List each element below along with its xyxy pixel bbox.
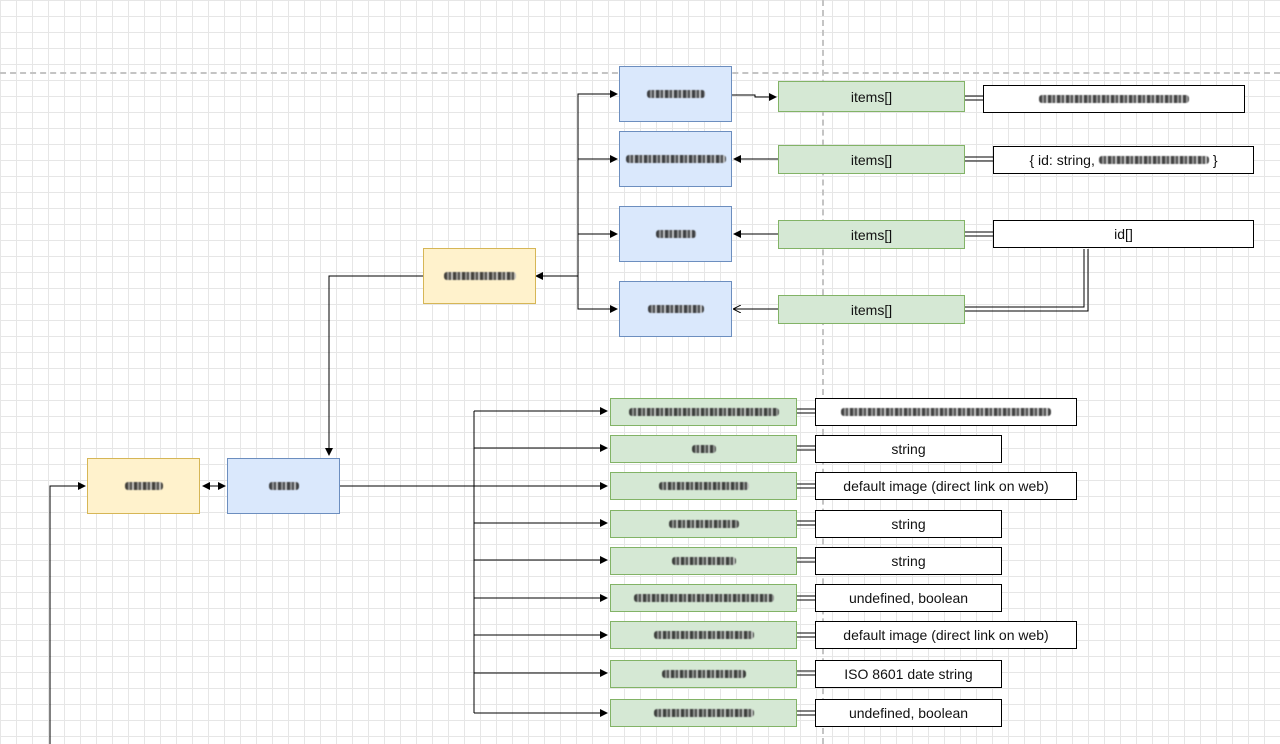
field-type-label: string xyxy=(891,441,926,457)
page-break-vertical xyxy=(822,0,824,744)
field-green-8[interactable] xyxy=(610,660,797,688)
redacted-label xyxy=(655,230,696,238)
node-label: { id: string, xyxy=(1029,152,1095,168)
node-label-suffix: } xyxy=(1212,152,1218,168)
redacted-label xyxy=(691,445,716,453)
field-type-2[interactable]: string xyxy=(815,435,1002,463)
node-top-blue-1[interactable] xyxy=(619,66,732,122)
redacted-label xyxy=(625,155,726,163)
field-green-1[interactable] xyxy=(610,398,797,426)
edge-top-yellow-to-blue1 xyxy=(535,90,618,280)
node-label: items[] xyxy=(850,301,893,318)
node-top-green-4[interactable]: items[] xyxy=(778,295,965,324)
field-type-label: undefined, boolean xyxy=(848,590,969,606)
redacted-label xyxy=(671,557,736,565)
node-label: items[] xyxy=(850,88,893,105)
node-yellow-top[interactable] xyxy=(423,248,536,304)
redacted-label xyxy=(628,408,779,416)
edge-yellow-top-to-blue-mid xyxy=(325,275,423,456)
field-type-5[interactable]: string xyxy=(815,547,1002,575)
redacted-label xyxy=(268,482,299,490)
field-type-label: string xyxy=(891,553,926,569)
redacted-label xyxy=(661,670,746,678)
node-top-white-2[interactable]: { id: string, } xyxy=(993,146,1254,174)
node-top-blue-3[interactable] xyxy=(619,206,732,262)
redacted-label xyxy=(1039,95,1189,103)
field-type-label: default image (direct link on web) xyxy=(843,627,1049,643)
redacted-label xyxy=(658,482,749,490)
field-type-6[interactable]: undefined, boolean xyxy=(815,584,1002,612)
field-type-8[interactable]: ISO 8601 date string xyxy=(815,660,1002,688)
node-top-white-1[interactable] xyxy=(983,85,1245,113)
field-type-label: undefined, boolean xyxy=(848,705,969,721)
node-label: id[] xyxy=(1114,226,1133,242)
node-top-blue-2[interactable] xyxy=(619,131,732,187)
node-top-green-2[interactable]: items[] xyxy=(778,145,965,174)
node-yellow-left[interactable] xyxy=(87,458,200,514)
node-top-white-3[interactable]: id[] xyxy=(993,220,1254,248)
edge-blue1-green1 xyxy=(732,93,777,101)
field-type-4[interactable]: string xyxy=(815,510,1002,538)
redacted-label xyxy=(653,709,754,717)
redacted-label xyxy=(443,272,516,280)
field-green-9[interactable] xyxy=(610,699,797,727)
node-blue-mid[interactable] xyxy=(227,458,340,514)
edge-left-in xyxy=(49,482,86,744)
redacted-label xyxy=(124,482,163,490)
field-type-label: string xyxy=(891,516,926,532)
redacted-label xyxy=(668,520,739,528)
field-green-7[interactable] xyxy=(610,621,797,649)
field-green-4[interactable] xyxy=(610,510,797,538)
field-type-7[interactable]: default image (direct link on web) xyxy=(815,621,1077,649)
field-type-label: default image (direct link on web) xyxy=(843,478,1049,494)
field-green-3[interactable] xyxy=(610,472,797,500)
node-top-green-1[interactable]: items[] xyxy=(778,81,965,112)
redacted-label xyxy=(633,594,774,602)
field-green-6[interactable] xyxy=(610,584,797,612)
edge-green4-white3 xyxy=(965,249,1089,312)
node-label: items[] xyxy=(850,226,893,243)
redacted-label xyxy=(841,408,1051,416)
field-type-3[interactable]: default image (direct link on web) xyxy=(815,472,1077,500)
field-type-1[interactable] xyxy=(815,398,1077,426)
field-type-label: ISO 8601 date string xyxy=(844,666,973,682)
node-label: items[] xyxy=(850,151,893,168)
node-top-blue-4[interactable] xyxy=(619,281,732,337)
field-green-5[interactable] xyxy=(610,547,797,575)
redacted-label xyxy=(646,90,705,98)
edge-top-split-4 xyxy=(577,276,618,313)
redacted-label xyxy=(1098,156,1209,164)
redacted-label xyxy=(653,631,754,639)
node-top-green-3[interactable]: items[] xyxy=(778,220,965,249)
field-green-2[interactable] xyxy=(610,435,797,463)
field-type-9[interactable]: undefined, boolean xyxy=(815,699,1002,727)
redacted-label xyxy=(647,305,704,313)
